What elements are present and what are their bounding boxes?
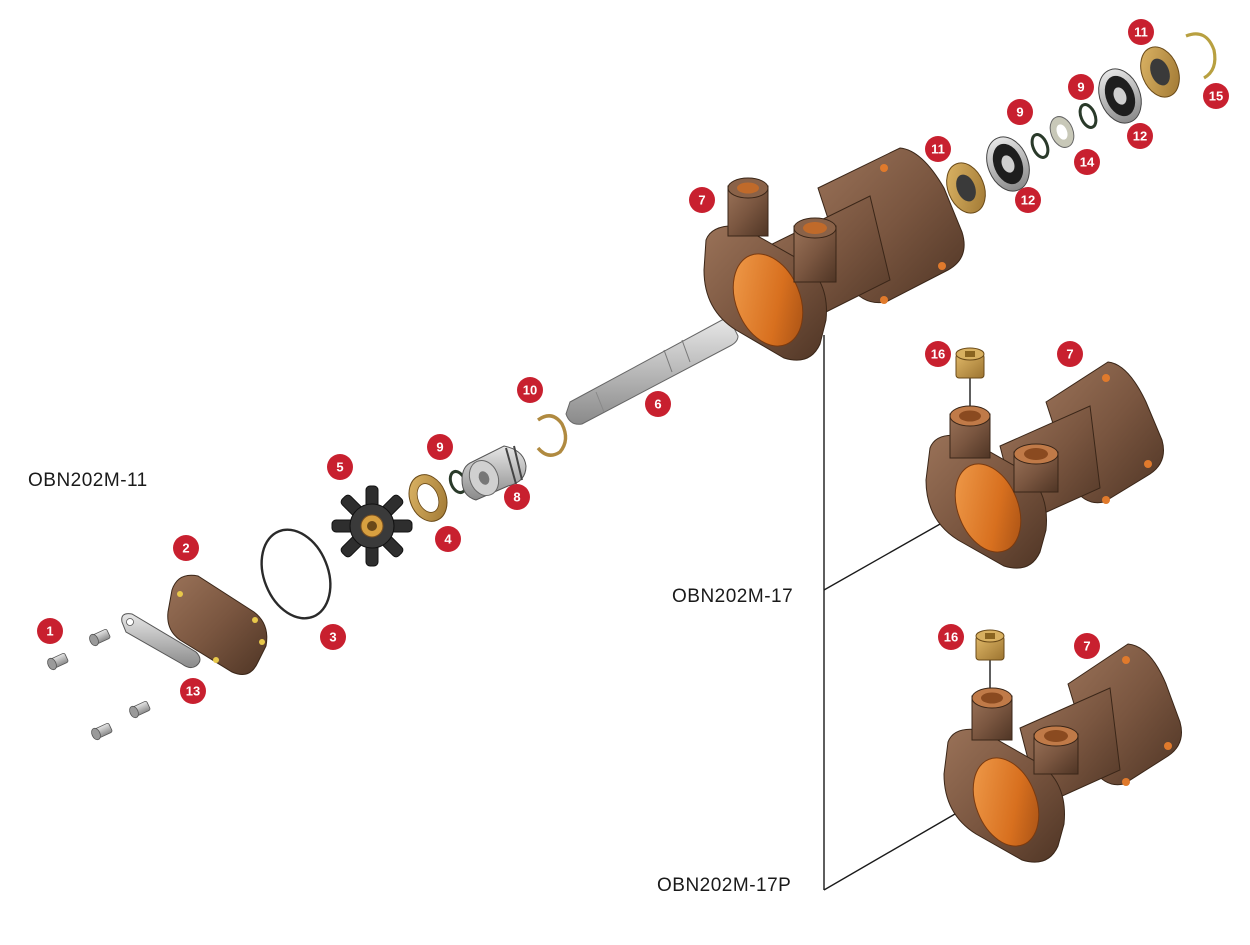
callout-11: 11 [1128, 19, 1154, 45]
callout-number: 13 [186, 684, 200, 699]
callout-number: 6 [654, 397, 661, 412]
seal-part [461, 445, 527, 501]
callout-number: 15 [1209, 89, 1223, 104]
callout-circle [1203, 83, 1229, 109]
plug-part [975, 629, 1005, 661]
wear-ring-part [408, 474, 448, 522]
retaining-ring-part [1185, 32, 1217, 80]
callout-number: 8 [513, 490, 520, 505]
callout-number: 9 [436, 440, 443, 455]
callout-13: 13 [180, 678, 206, 704]
model-label-m17: OBN202M-17 [672, 586, 793, 607]
callout-number: 14 [1080, 155, 1095, 170]
callout-circle [427, 434, 453, 460]
callout-4: 4 [435, 526, 461, 552]
callout-number: 7 [1083, 639, 1090, 654]
callout-number: 11 [1134, 25, 1148, 40]
callout-number: 4 [444, 532, 452, 547]
model-label-m17p: OBN202M-17P [657, 875, 791, 896]
pump-body-main [703, 147, 965, 361]
plug-part [955, 347, 985, 379]
callout-16: 16 [925, 341, 951, 367]
callout-number: 16 [944, 630, 958, 645]
callout-9: 9 [427, 434, 453, 460]
callout-number: 9 [1016, 105, 1023, 120]
callout-number: 7 [1066, 347, 1073, 362]
callout-number: 10 [523, 383, 537, 398]
bearing-part [1098, 68, 1142, 124]
cam-part [121, 613, 201, 669]
callout-circle [1007, 99, 1033, 125]
o-ring-part [260, 528, 332, 620]
callout-circle [1128, 19, 1154, 45]
callout-circle [1057, 341, 1083, 367]
callout-circle [327, 454, 353, 480]
callout-number: 11 [931, 142, 945, 157]
circlip-part [536, 414, 568, 457]
pump-body-variant-17p [943, 643, 1182, 863]
washer-part [1049, 116, 1075, 148]
callout-7: 7 [1057, 341, 1083, 367]
callout-10: 10 [517, 377, 543, 403]
model-label-m11: OBN202M-11 [28, 470, 148, 491]
callout-1: 1 [37, 618, 63, 644]
callout-circle [173, 535, 199, 561]
callout-number: 9 [1077, 80, 1084, 95]
callout-15: 15 [1203, 83, 1229, 109]
callout-3: 3 [320, 624, 346, 650]
lip-seal-part [1140, 46, 1180, 98]
callout-circle [925, 341, 951, 367]
callout-7: 7 [689, 187, 715, 213]
screw-part [47, 628, 151, 741]
lip-seal-part [946, 162, 986, 214]
callout-circle [180, 678, 206, 704]
callout-circle [1074, 633, 1100, 659]
callout-6: 6 [645, 391, 671, 417]
callout-16: 16 [938, 624, 964, 650]
callout-number: 12 [1133, 129, 1147, 144]
callout-circle [1015, 187, 1041, 213]
pump-body-variant-17 [925, 361, 1164, 569]
impeller-part [331, 485, 413, 567]
callout-7: 7 [1074, 633, 1100, 659]
callout-circle [1127, 123, 1153, 149]
callout-11: 11 [925, 136, 951, 162]
callout-circle [504, 484, 530, 510]
bearing-part [986, 136, 1030, 192]
callout-circle [1074, 149, 1100, 175]
callout-8: 8 [504, 484, 530, 510]
callout-number: 7 [698, 193, 705, 208]
end-cover-part [167, 574, 268, 675]
callout-2: 2 [173, 535, 199, 561]
callout-12: 12 [1015, 187, 1041, 213]
callout-number: 12 [1021, 193, 1035, 208]
callout-9: 9 [1007, 99, 1033, 125]
callout-circle [1068, 74, 1094, 100]
callout-circle [517, 377, 543, 403]
callout-5: 5 [327, 454, 353, 480]
small-o-ring-part [1030, 133, 1050, 159]
callout-circle [645, 391, 671, 417]
callout-number: 2 [182, 541, 189, 556]
callout-12: 12 [1127, 123, 1153, 149]
callout-circle [435, 526, 461, 552]
callout-number: 3 [329, 630, 336, 645]
callout-circle [37, 618, 63, 644]
callout-circle [925, 136, 951, 162]
callout-circle [320, 624, 346, 650]
callout-number: 16 [931, 347, 945, 362]
callout-number: 5 [336, 460, 343, 475]
callout-number: 1 [46, 624, 53, 639]
callout-circle [689, 187, 715, 213]
callout-9: 9 [1068, 74, 1094, 100]
callout-circle [938, 624, 964, 650]
small-o-ring-part [1078, 103, 1098, 129]
callout-14: 14 [1074, 149, 1100, 175]
